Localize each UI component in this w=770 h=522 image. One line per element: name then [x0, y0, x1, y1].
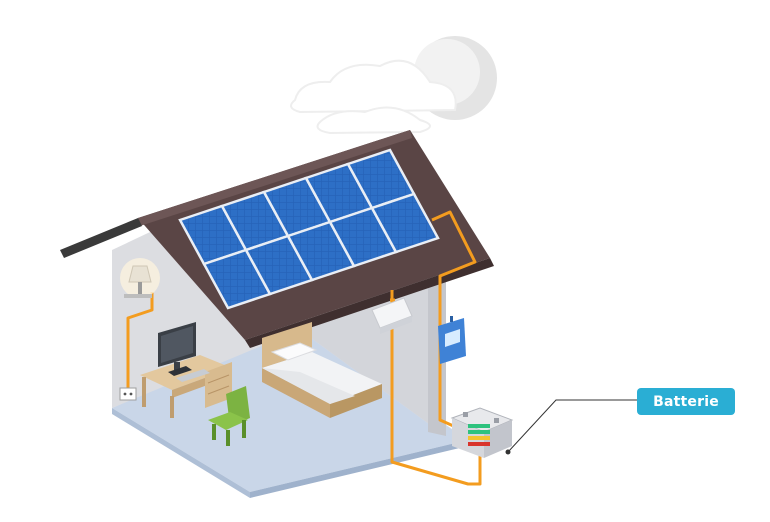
monitor-icon	[158, 322, 210, 382]
cloud-icon	[290, 59, 457, 135]
wiring	[126, 210, 482, 486]
chair	[208, 386, 250, 446]
power-outlet-icon	[119, 387, 137, 401]
bed	[262, 322, 382, 418]
solar-panel	[370, 192, 440, 254]
air-conditioner-icon	[371, 297, 413, 334]
floor	[112, 325, 468, 492]
desk	[140, 355, 232, 418]
battery-icon	[450, 407, 514, 458]
lamp-icon	[120, 258, 160, 298]
inverter-icon	[438, 316, 466, 364]
callout-leader-line	[505, 399, 637, 455]
battery-callout-label: Batterie	[637, 388, 735, 415]
solar-panel-array	[178, 148, 440, 310]
